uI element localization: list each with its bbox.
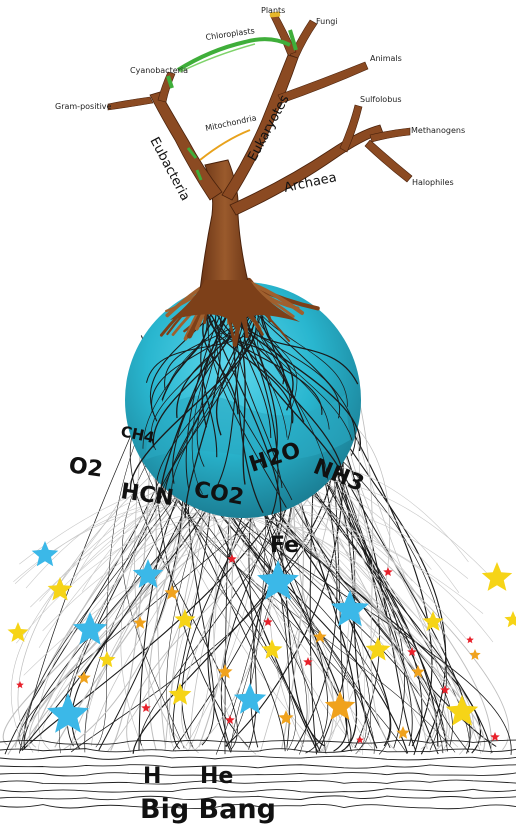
stratum-line	[0, 740, 516, 744]
stratum-line	[0, 756, 516, 760]
stratum-line	[0, 780, 516, 784]
label-plants: Plants	[261, 6, 285, 15]
label-fungi: Fungi	[316, 17, 338, 26]
star-red-icon	[16, 681, 24, 688]
label-sulfolobus: Sulfolobus	[360, 95, 402, 104]
star-orange-icon	[469, 649, 480, 660]
star-orange-icon	[77, 671, 90, 684]
stratum-line	[0, 765, 516, 769]
star-orange-icon	[396, 726, 409, 739]
star-orange-icon	[325, 691, 355, 720]
label-o2: O2	[67, 453, 104, 482]
star-yellow-icon	[504, 611, 516, 627]
label-methanogens: Methanogens	[411, 126, 465, 135]
star-red-icon	[263, 617, 273, 626]
stratum-line	[0, 773, 516, 776]
star-yellow-icon	[8, 622, 29, 642]
label-gram-positive: Gram-positive	[55, 102, 112, 111]
stratum-line	[0, 788, 516, 792]
star-red-icon	[225, 715, 235, 724]
star-blue-icon	[133, 559, 163, 588]
label-big-bang: Big Bang	[140, 794, 276, 825]
label-halophiles: Halophiles	[412, 178, 454, 187]
star-red-icon	[466, 636, 474, 643]
label-fe: Fe	[270, 533, 299, 558]
star-yellow-icon	[175, 609, 196, 629]
stratum-line	[0, 749, 516, 753]
label-h: H	[143, 764, 161, 789]
star-blue-icon	[32, 541, 59, 566]
tree-of-life	[108, 12, 412, 330]
star-yellow-icon	[482, 562, 512, 591]
label-cyanobacteria: Cyanobacteria	[130, 66, 188, 75]
label-animals: Animals	[370, 54, 402, 63]
label-he: He	[200, 764, 233, 789]
